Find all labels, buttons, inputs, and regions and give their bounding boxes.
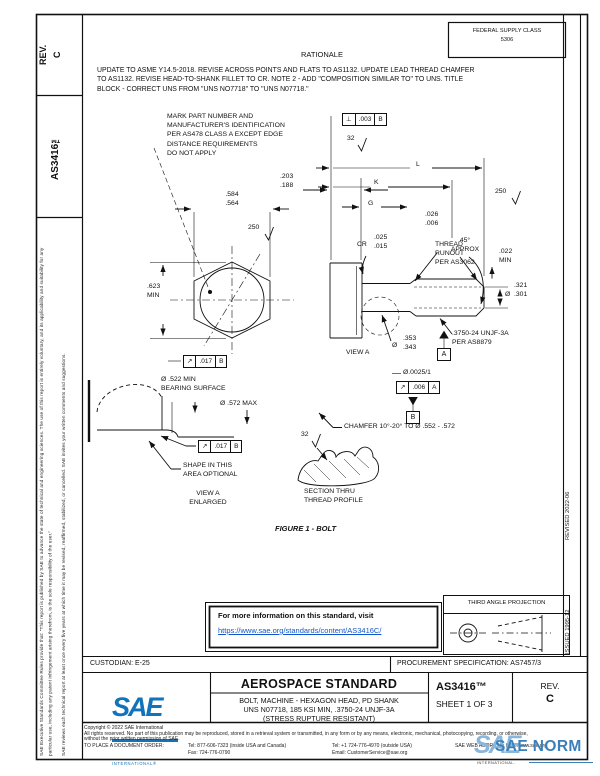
fcf-tolerance: .003 xyxy=(354,114,375,125)
fcf-symbol: ↗ xyxy=(400,384,406,391)
finish-head: 32 xyxy=(347,135,355,142)
sheet-number: SHEET 1 OF 3 xyxy=(436,699,493,709)
fcf-tolerance: .017 xyxy=(210,441,230,452)
watermark-subtext: INTERNATIONAL. xyxy=(477,760,516,765)
diameter-symbol-shank: Ø xyxy=(392,342,398,349)
view-a-label: VIEW A xyxy=(346,349,370,356)
order-label: TO PLACE A DOCUMENT ORDER: xyxy=(84,743,164,749)
rev-label: REV. xyxy=(540,681,560,691)
standard-link[interactable]: https://www.sae.org/standards/content/AS… xyxy=(218,626,382,635)
fcf-datum: B xyxy=(215,356,226,367)
federal-supply-class: FEDERAL SUPPLY CLASS 5306 xyxy=(472,28,542,43)
thread-runout-note: THREAD RUNOUT PER AS3062 xyxy=(435,241,475,267)
sae-norm-watermark: SAE SAE NORM INTERNATIONAL. xyxy=(474,731,600,767)
end-diameter-dim: .321 .301 xyxy=(514,282,528,299)
sae-logo-subtext: INTERNATIONAL® xyxy=(112,761,157,766)
shape-optional-note: SHAPE IN THIS AREA OPTIONAL xyxy=(183,462,238,479)
thread-callout: .3750-24 UNJF-3A PER AS8879 xyxy=(452,330,509,347)
finish-hex: 250 xyxy=(248,224,260,231)
hex-corners-dim: .623 MIN xyxy=(147,283,161,300)
sae-logo-underline xyxy=(112,739,178,742)
fcf-datum: B xyxy=(230,441,241,452)
legal-disclaimer-1: SAE Executive Standards Committee Rules … xyxy=(39,247,53,756)
email-address: Email: CustomerService@sae.org xyxy=(332,749,408,756)
fcf-datum: B xyxy=(374,114,385,125)
fax-number: Fax: 724-776-0790 xyxy=(188,749,231,756)
chamfer-angle-note: 45° APPROX xyxy=(450,237,480,254)
sae-logo: SAE INTERNATIONAL® xyxy=(112,676,208,776)
fcf-symbol: ↗ xyxy=(202,443,208,450)
datum-b-flag: B xyxy=(406,411,420,424)
straightness-note: Ø.0025/1 xyxy=(403,369,431,376)
length-L: L xyxy=(416,161,420,168)
length-K: K xyxy=(374,179,379,186)
procurement-spec: PROCUREMENT SPECIFICATION: AS7457/3 xyxy=(397,660,542,667)
fcf-tolerance: .006 xyxy=(408,382,428,393)
hex-flats-dim: .584 .564 xyxy=(225,191,239,208)
shank-diameter-dim: .353 .343 xyxy=(403,335,417,352)
revised-date: REVISED 2022-06 xyxy=(565,491,571,540)
rationale-title: RATIONALE xyxy=(301,50,343,59)
finish-thread: 250 xyxy=(495,188,507,195)
fillet-radius-values: .025 .015 xyxy=(374,234,388,251)
bearing-surface-note: Ø .522 MIN BEARING SURFACE xyxy=(161,376,226,393)
chamfer-note: CHAMFER 10°-20° TO Ø .552 - .572 xyxy=(344,423,455,430)
finish-section: 32 xyxy=(301,431,309,438)
document-number: AS3416™ xyxy=(436,681,487,693)
max-diameter-dim: Ø .572 MAX xyxy=(220,400,258,407)
custodian: CUSTODIAN: E-25 xyxy=(90,660,150,667)
doc-number-box: AS3416™ xyxy=(50,132,61,181)
legal-disclaimer-2: SAE reviews each technical report at lea… xyxy=(61,353,66,756)
rationale-body: UPDATE TO ASME Y14.5-2018. REVISE ACROSS… xyxy=(97,67,475,93)
document-type: AEROSPACE STANDARD xyxy=(240,677,398,691)
fcf-symbol: ↗ xyxy=(187,358,193,365)
rev-box: REV. C xyxy=(38,44,62,65)
rev-value: C xyxy=(546,693,554,705)
end-length-dim: .022 MIN xyxy=(499,248,513,265)
fcf-datum: A xyxy=(428,382,439,393)
head-height-dim: .203 .188 xyxy=(280,173,294,190)
view-a-enlarged-caption: VIEW A ENLARGED xyxy=(189,490,227,507)
watermark-text: SAE NORM xyxy=(495,738,582,755)
section-caption: SECTION THRU THREAD PROFILE xyxy=(304,488,363,505)
web-address: SAE WEB ADDRESS: http://www.sae.org xyxy=(455,743,547,749)
phone-international: Tel: +1 724-776-4970 (outside USA) xyxy=(332,743,412,749)
copyright: Copyright © 2022 SAE International xyxy=(84,725,164,731)
watermark-rule xyxy=(529,761,593,763)
marking-note: MARK PART NUMBER AND MANUFACTURER'S IDEN… xyxy=(167,113,285,157)
fillet-radius-label: CR xyxy=(357,241,367,248)
watermark-sae-glyph: SAE xyxy=(474,731,521,759)
length-G: G xyxy=(368,200,374,207)
figure-caption: FIGURE 1 - BOLT xyxy=(275,524,337,533)
document-title: BOLT, MACHINE - HEXAGON HEAD, PD SHANK U… xyxy=(239,696,399,724)
runout-length-dim: .026 .006 xyxy=(425,211,439,228)
sae-logo-text: SAE xyxy=(112,692,164,722)
diameter-symbol: Ø xyxy=(505,291,511,298)
phone-domestic: Tel: 877-606-7323 (inside USA and Canada… xyxy=(188,743,287,749)
fcf-tolerance: .017 xyxy=(195,356,215,367)
info-box-text: For more information on this standard, v… xyxy=(218,611,374,620)
fcf-symbol: ⊥ xyxy=(346,116,352,123)
rights-statement: All rights reserved. No part of this pub… xyxy=(84,730,528,743)
projection-label: THIRD ANGLE PROJECTION xyxy=(467,600,546,606)
datum-a-flag: A xyxy=(437,348,451,361)
issued-date: ISSUED 1995-12 xyxy=(565,609,571,654)
